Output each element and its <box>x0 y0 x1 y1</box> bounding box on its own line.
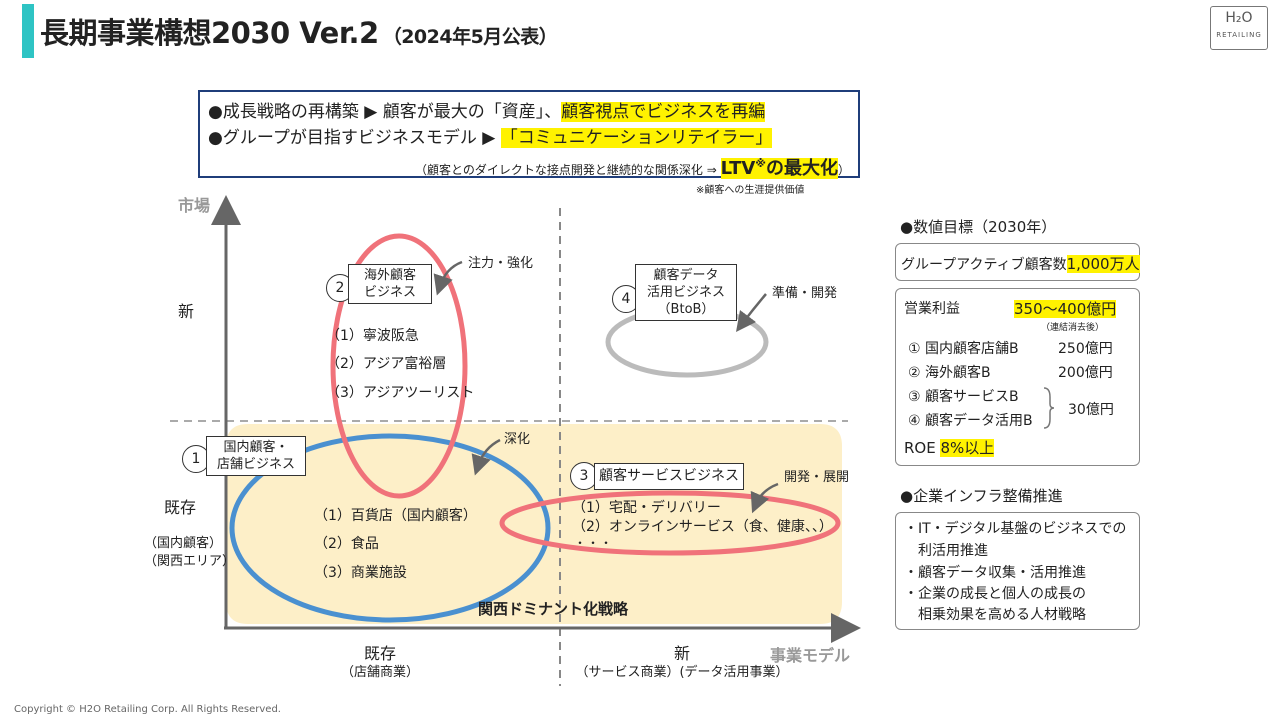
op-row-2-value: 200億円 <box>1058 365 1113 381</box>
active-customers-row: グループアクティブ顧客数1,000万人 <box>901 253 1140 274</box>
business-2-line2: ビジネス <box>363 285 416 300</box>
combined-value: 30億円 <box>1068 402 1114 418</box>
op-value-wrap: 350～400億円 <box>1014 298 1117 319</box>
copyright-text: Copyright © H2O Retailing Corp. All Righ… <box>14 704 281 715</box>
business-4-box: 顧客データ 活用ビジネス （BtoB） <box>635 264 737 321</box>
op-row-1-value: 250億円 <box>1058 341 1113 357</box>
business-2-arrow-label: 注力・強化 <box>468 256 534 271</box>
op-row-1-label: ① 国内顧客店舗B <box>908 341 1019 357</box>
y-label-new: 新 <box>178 302 195 321</box>
infra-item-3: ・顧客データ収集・活用推進 <box>904 565 1086 581</box>
business-2-item-1: （1）寧波阪急 <box>326 328 419 344</box>
op-row-2-label: ② 海外顧客B <box>908 365 991 381</box>
logo-text: RETAILING <box>1216 31 1262 39</box>
business-2-item-3: （3）アジアツーリスト <box>326 385 475 401</box>
business-3-item-3: ・・・ <box>574 536 614 550</box>
roe-row: ROE 8%以上 <box>904 437 995 458</box>
page-title: 長期事業構想2030 Ver.2（2024年5月公表） <box>40 10 558 52</box>
business-1-line2: 店舗ビジネス <box>216 457 295 472</box>
overseas-arrow <box>433 260 463 296</box>
business-2-item-2: （2）アジア富裕層 <box>326 356 447 372</box>
business-2-line1: 海外顧客 <box>363 268 416 283</box>
y-label-existing: 既存 <box>164 498 197 517</box>
domestic-business-ellipse <box>229 433 551 623</box>
active-customers-box: グループアクティブ顧客数1,000万人 <box>895 243 1140 281</box>
targets-heading: ●数値目標（2030年） <box>900 218 1057 236</box>
page-subtitle: （2024年5月公表） <box>382 26 558 48</box>
logo-mark: H₂O <box>1225 10 1253 26</box>
roe-value: 8%以上 <box>940 439 995 457</box>
ltv-maximize-text: の最大化 <box>765 158 838 179</box>
op-row-3-label: ③ 顧客サービスB <box>908 389 1019 405</box>
y-axis-title: 市場 <box>178 196 211 215</box>
customer-service-ellipse <box>499 490 841 556</box>
message-line-1: ●成長戦略の再構築 ▶ 顧客が最大の「資産」、顧客視点でビジネスを再編 <box>208 97 766 122</box>
combined-brace <box>1043 387 1055 429</box>
business-3-item-1: （1）宅配・デリバリー <box>572 500 721 516</box>
business-3-item-2: （2）オンラインサービス（食、健康、、） <box>572 519 833 535</box>
infra-item-1: ・IT・デジタル基盤のビジネスでの <box>904 521 1127 537</box>
infra-item-4: ・企業の成長と個人の成長の <box>904 586 1086 602</box>
business-1-item-3: （3）商業施設 <box>314 565 407 581</box>
x-axis-title: 事業モデル <box>770 646 851 665</box>
business-3-box: 顧客サービスビジネス <box>594 463 744 490</box>
operating-profit-box: 営業利益 350～400億円 （連結消去後） ① 国内顧客店舗B 250億円 ②… <box>895 288 1140 466</box>
ltv-asterisk: ※ <box>755 157 766 170</box>
overseas-business-ellipse <box>330 233 468 499</box>
message-line-1-prefix: ●成長戦略の再構築 ▶ 顧客が最大の「資産」、 <box>208 102 562 122</box>
data-arrow <box>735 293 767 332</box>
x-label-new: 新 <box>673 644 690 663</box>
x-label-existing-sub: （店舗商業） <box>340 665 419 680</box>
x-label-existing: 既存 <box>363 644 396 663</box>
title-accent-bar <box>22 4 34 58</box>
page-title-text: 長期事業構想2030 Ver.2 <box>40 16 379 50</box>
business-1-arrow-label: 深化 <box>504 432 531 447</box>
business-4-line1: 顧客データ <box>653 268 719 283</box>
active-customers-value: 1,000万人 <box>1066 255 1140 273</box>
business-3-arrow-label: 開発・展開 <box>784 470 850 485</box>
message-line-2-highlight: 「コミュニケーションリテイラー」 <box>500 128 773 148</box>
ltv-text: LTV <box>720 158 756 179</box>
op-note: （連結消去後） <box>1041 323 1105 333</box>
x-label-new-sub: （サービス商業）(データ活用事業） <box>575 665 789 680</box>
business-2-box: 海外顧客 ビジネス <box>348 264 432 304</box>
business-1-item-1: （1）百貨店（国内顧客） <box>314 508 477 524</box>
message-note: （顧客とのダイレクトな接点開発と継続的な関係深化 ⇒ LTV※の最大化） <box>415 154 850 180</box>
active-customers-label: グループアクティブ顧客数 <box>901 257 1067 273</box>
op-value: 350～400億円 <box>1014 300 1117 318</box>
domestic-arrow <box>471 438 501 476</box>
business-4-line2: 活用ビジネス <box>646 285 725 300</box>
message-note-suffix: ） <box>837 163 850 177</box>
infra-heading: ●企業インフラ整備推進 <box>900 487 1063 505</box>
infra-item-5: 相乗効果を高める人材戦略 <box>904 607 1086 623</box>
service-arrow <box>750 482 779 514</box>
infra-item-2: 利活用推進 <box>904 543 988 559</box>
company-logo: H₂O RETAILING <box>1210 6 1268 50</box>
business-4-arrow-label: 準備・開発 <box>772 286 838 301</box>
op-label: 営業利益 <box>904 301 960 317</box>
message-line-1-highlight: 顧客視点でビジネスを再編 <box>561 102 766 122</box>
business-4-line3: （BtoB） <box>657 302 715 317</box>
kansai-strategy-label: 関西ドミナント化戦略 <box>478 600 629 618</box>
business-1-item-2: （2）食品 <box>314 536 379 552</box>
message-note-prefix: （顧客とのダイレクトな接点開発と継続的な関係深化 ⇒ <box>415 163 721 177</box>
ltv-highlight: LTV※の最大化 <box>720 157 838 179</box>
business-1-line1: 国内顧客・ <box>223 440 289 455</box>
op-row-4-label: ④ 顧客データ活用B <box>908 413 1033 429</box>
business-1-box: 国内顧客・ 店舗ビジネス <box>206 436 306 476</box>
y-label-existing-sub2: （関西エリア） <box>144 554 236 569</box>
message-line-2: ●グループが目指すビジネスモデル ▶ 「コミュニケーションリテイラー」 <box>208 123 773 148</box>
roe-label: ROE <box>904 439 941 457</box>
y-label-existing-sub1: （国内顧客） <box>144 536 223 551</box>
strategy-message-box: ●成長戦略の再構築 ▶ 顧客が最大の「資産」、顧客視点でビジネスを再編 ●グルー… <box>198 90 860 180</box>
business-3-line1: 顧客サービスビジネス <box>599 468 739 484</box>
message-line-2-prefix: ●グループが目指すビジネスモデル ▶ <box>208 128 501 148</box>
infra-box: ・IT・デジタル基盤のビジネスでの 利活用推進 ・顧客データ収集・活用推進 ・企… <box>895 512 1140 630</box>
ltv-footnote: ※顧客への生涯提供価値 <box>696 185 805 196</box>
